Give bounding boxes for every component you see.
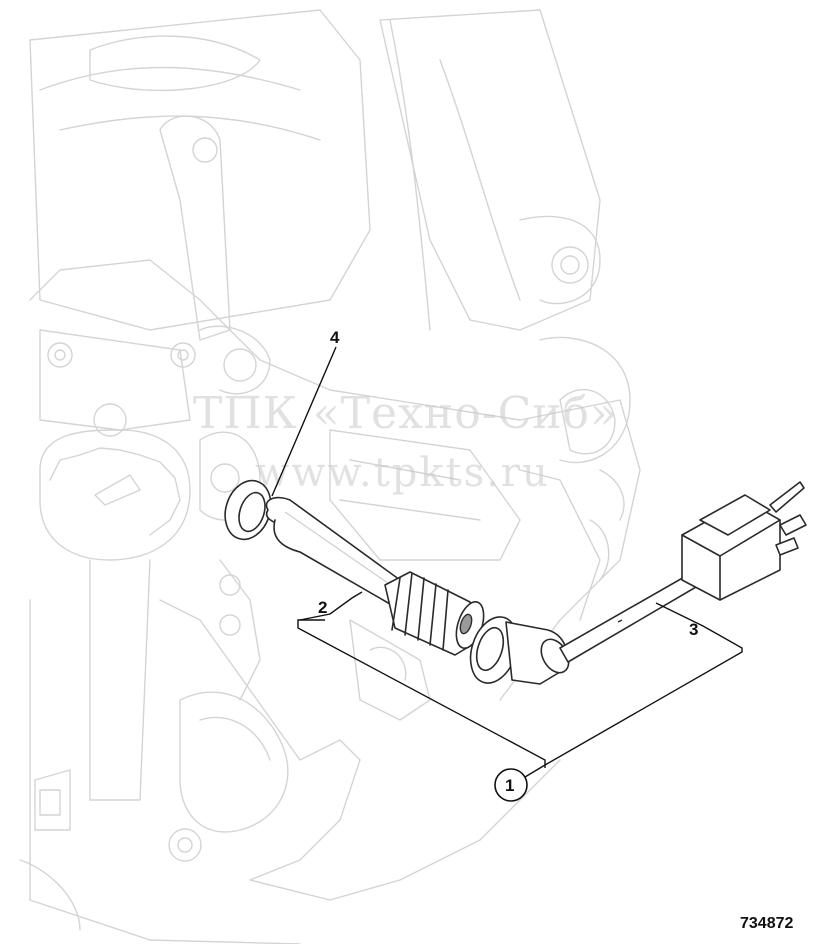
callout-4-label: 4 — [330, 328, 340, 347]
callout-2-label: 2 — [318, 598, 327, 617]
callout-1-circle — [494, 768, 528, 802]
leader-1-left — [297, 619, 546, 768]
watermark: ТПК «Техно-Сиб» www.tpkts.ru — [193, 388, 618, 496]
watermark-url: www.tpkts.ru — [255, 450, 550, 496]
power-cord-part-3 — [469, 481, 807, 685]
leader-2 — [299, 591, 363, 621]
callout-4: 4 — [330, 328, 340, 347]
heater-element-part-2 — [265, 496, 485, 656]
callout-3-label: 3 — [689, 620, 698, 639]
callout-2: 2 — [318, 598, 327, 617]
leader-4 — [271, 346, 337, 497]
callout-3: 3 — [689, 620, 698, 639]
figure-number: 734872 — [740, 915, 793, 932]
o-ring-part-4 — [224, 479, 272, 541]
leader-lines — [271, 346, 743, 781]
callout-1-label: 1 — [505, 776, 514, 795]
engine-block-outline — [19, 9, 641, 944]
callout-1: 1 — [494, 768, 528, 802]
leader-1-right — [544, 602, 743, 766]
watermark-title: ТПК «Техно-Сиб» — [193, 388, 618, 439]
